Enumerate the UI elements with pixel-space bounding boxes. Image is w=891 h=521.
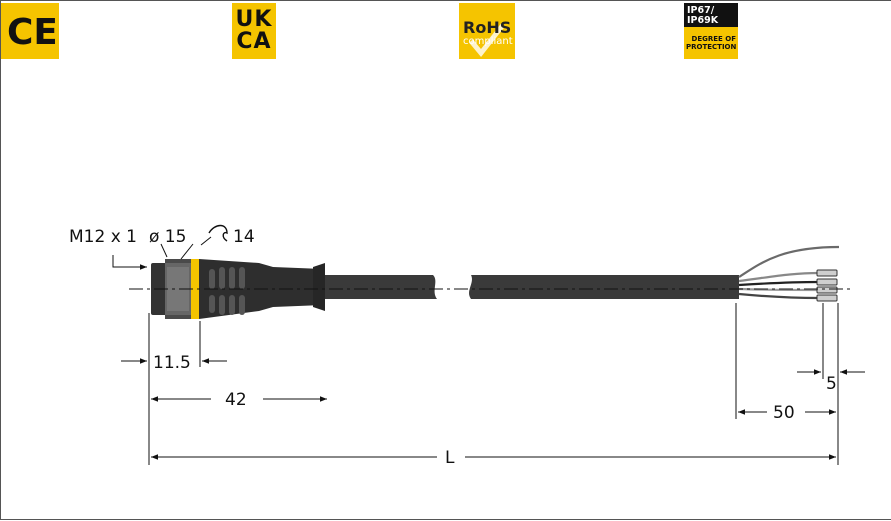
connector-length-label: 42 [225, 390, 247, 410]
total-length-label: L [445, 448, 455, 468]
thread-size-label: M12 x 1 [69, 227, 137, 247]
ip-rating-line4: PROTECTION [686, 43, 737, 51]
rohs-subtitle: compliant [463, 35, 513, 47]
ip-rating-caption: DEGREE OF PROTECTION [684, 27, 738, 51]
cable-right-segment [469, 275, 739, 299]
cable-left-segment [321, 275, 437, 299]
ukca-line1: UK [235, 7, 273, 32]
nut-length-label: 11.5 [153, 353, 191, 373]
svg-text:CE: CE [7, 12, 55, 51]
ip-rating-line1: IP67/ [687, 5, 715, 16]
ukca-line2: CA [236, 29, 272, 54]
extension-lines [148, 303, 839, 465]
ip-rating-line2: IP69K [687, 15, 719, 26]
ce-mark-icon: CE [7, 12, 55, 51]
strip-length-label: 50 [773, 403, 795, 423]
diameter-label: ø 15 [149, 227, 186, 247]
ce-mark-badge: CE [1, 3, 59, 59]
ip-rating-badge: IP67/ IP69K DEGREE OF PROTECTION [684, 3, 738, 59]
checkmark-icon [469, 23, 505, 57]
rohs-title: RoHS [463, 17, 512, 37]
rohs-badge: RoHS compliant [459, 3, 515, 59]
wire-ferrules [816, 269, 838, 302]
ferrule-length-label: 5 [826, 374, 837, 394]
ip-rating-line3: DEGREE OF [691, 35, 736, 43]
ip-rating-header: IP67/ IP69K [684, 3, 738, 27]
ukca-mark-badge: UK CA [232, 3, 276, 59]
wrench-size-label: 14 [233, 227, 255, 247]
top-label-leaders [112, 224, 228, 270]
